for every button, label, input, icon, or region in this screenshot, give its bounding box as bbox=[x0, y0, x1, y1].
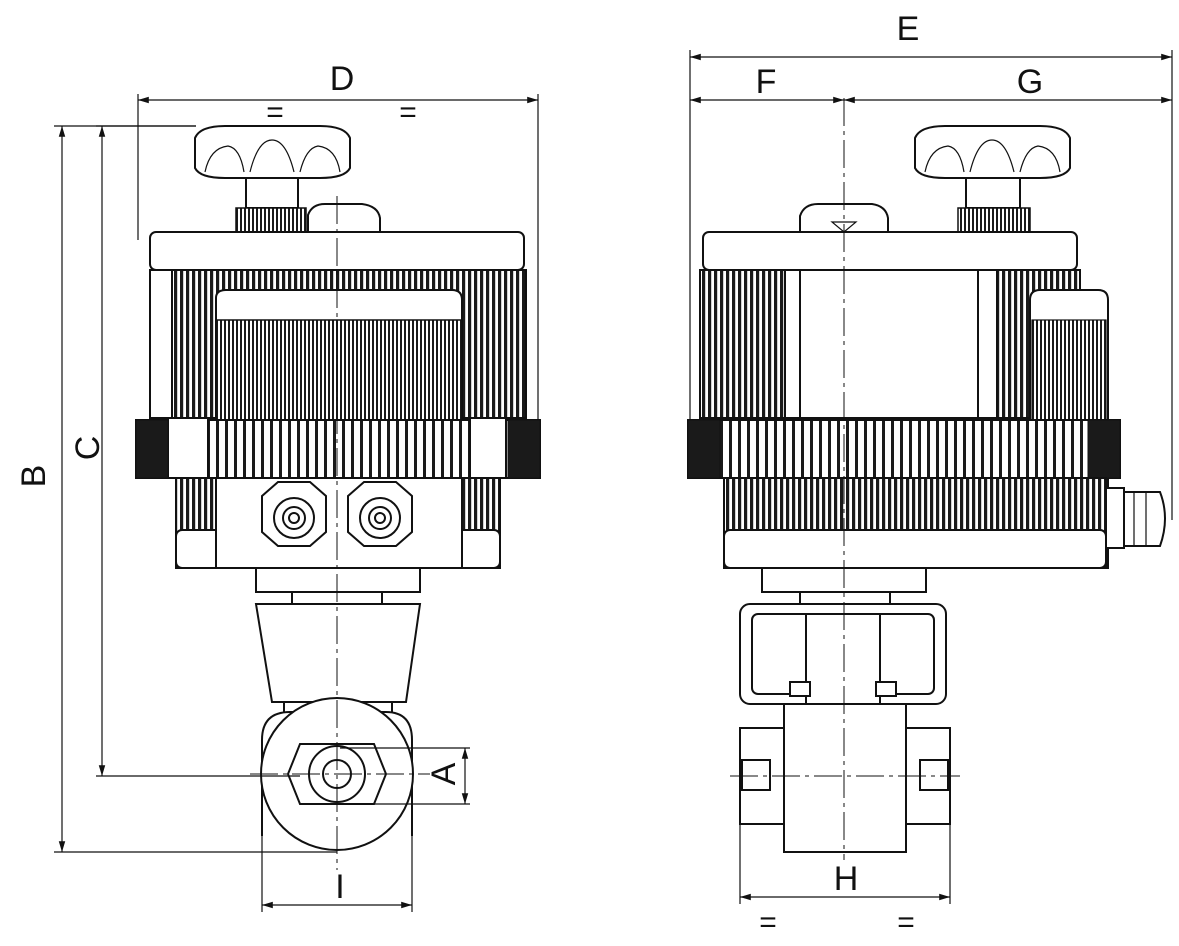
dimension-label-e: E bbox=[897, 10, 920, 48]
front-view bbox=[135, 125, 541, 870]
equal-mark: = bbox=[759, 906, 777, 939]
side-view bbox=[687, 98, 1166, 860]
side-view-dimensions: E F G H = = bbox=[689, 10, 1173, 939]
handwheel-side bbox=[914, 125, 1071, 233]
dimension-label-c: C bbox=[69, 436, 107, 461]
valve-body-side-view bbox=[739, 703, 951, 853]
cable-gland-right bbox=[347, 481, 413, 547]
dimension-label-f: F bbox=[756, 63, 777, 101]
dimension-label-d: D bbox=[330, 60, 355, 98]
equal-mark: = bbox=[399, 96, 417, 129]
equal-mark: = bbox=[897, 906, 915, 939]
dimension-label-g: G bbox=[1017, 63, 1043, 101]
cable-gland-left bbox=[261, 481, 327, 547]
dimension-label-i: I bbox=[335, 868, 344, 906]
cable-gland-side bbox=[1105, 487, 1166, 549]
dimension-label-a: A bbox=[425, 762, 463, 785]
front-view-dimensions: D = = B C A I bbox=[15, 60, 539, 912]
dimension-label-b: B bbox=[15, 465, 53, 488]
equal-mark: = bbox=[266, 96, 284, 129]
handwheel-front bbox=[194, 125, 351, 233]
dimension-label-h: H bbox=[834, 860, 859, 898]
